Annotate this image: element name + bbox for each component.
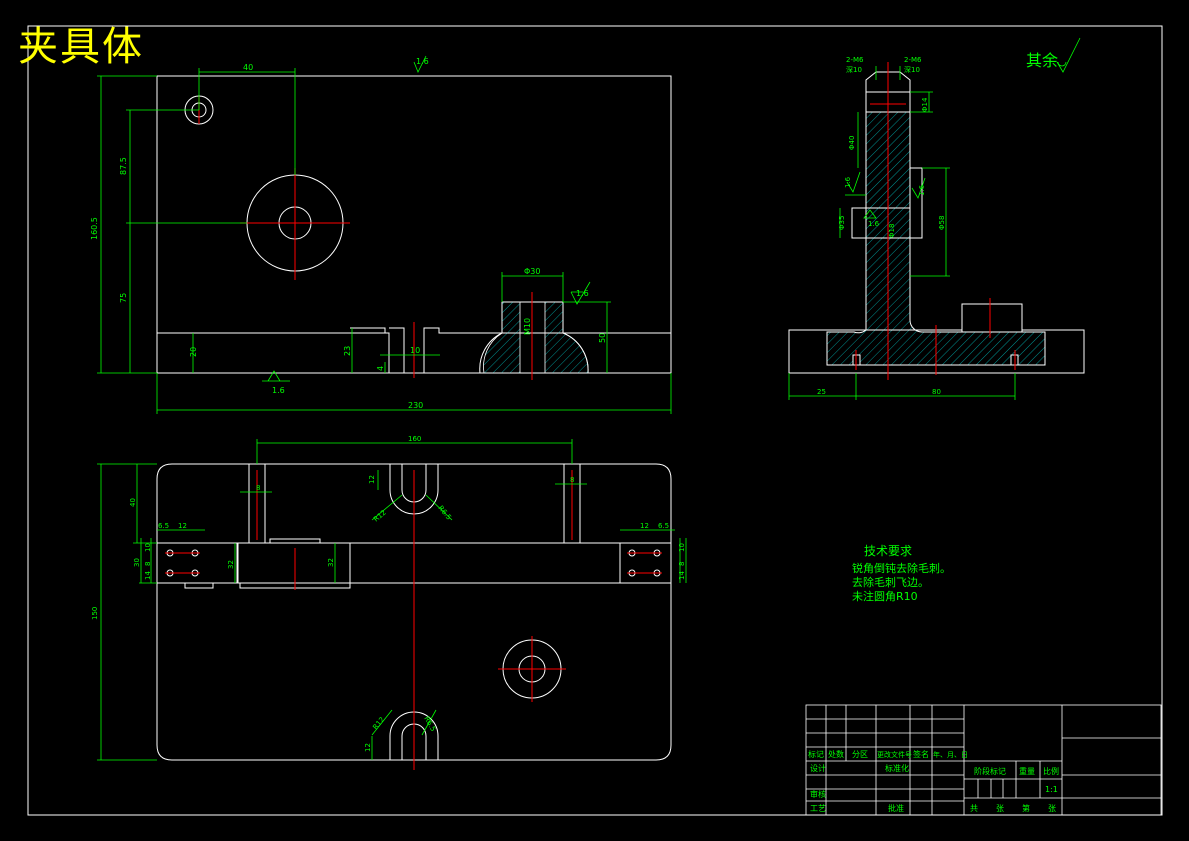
dim-top-left-30: 30 bbox=[133, 558, 141, 567]
tb-process: 工艺 bbox=[810, 804, 826, 813]
tb-sheet-no: 第 bbox=[1022, 803, 1030, 813]
dim-side-hole-left: 2-M6 bbox=[846, 56, 864, 64]
dim-top-width-mid: 160 bbox=[408, 435, 421, 443]
dim-top-overall-h: 150 bbox=[91, 607, 99, 620]
dim-top-right-10: 10 bbox=[678, 543, 686, 552]
dim-side-r1: 1.6 bbox=[844, 176, 852, 188]
tech-req-heading: 技术要求 bbox=[864, 544, 913, 558]
tb-scale-label: 比例 bbox=[1043, 766, 1059, 776]
drawing-title: 夹具体 bbox=[18, 24, 144, 70]
front-centerlines bbox=[198, 96, 533, 380]
dim-front-roughness-bottom: 1.6 bbox=[272, 386, 285, 395]
dim-top-right-12: 12 bbox=[640, 522, 649, 530]
tb-sheets-total: 共 bbox=[970, 804, 978, 813]
title-block-text: 标记 处数 分区 更改文件号 签名 年、月、日 设计 标准化 审核 工艺 批准 … bbox=[808, 749, 1059, 813]
dim-front-bore: M10 bbox=[523, 318, 532, 335]
dim-front-boss-dia: Φ30 bbox=[524, 267, 540, 276]
dim-top-bottom-slot: 12 bbox=[364, 743, 372, 752]
tb-review: 审核 bbox=[810, 789, 826, 799]
drawing-frame bbox=[27, 25, 1163, 816]
tb-standardize: 标准化 bbox=[885, 763, 909, 773]
tb-col-doc: 更改文件号 bbox=[877, 750, 912, 759]
dim-top-r1: R12 bbox=[372, 509, 388, 524]
front-dimension-text: 40 1.6 160.5 87.5 75 20 23 10 4 Φ30 M10 … bbox=[90, 57, 607, 410]
rest-roughness-label: 其余 bbox=[1026, 51, 1058, 70]
tb-col-date: 年、月、日 bbox=[933, 750, 968, 759]
dim-front-height-upper: 87.5 bbox=[119, 157, 128, 175]
tb-col-zone: 分区 bbox=[852, 750, 868, 759]
dim-front-slot-width: 10 bbox=[410, 346, 420, 355]
dim-top-right-6: 6.5 bbox=[658, 522, 669, 530]
technical-requirements: 技术要求 锐角倒钝去除毛刺。 去除毛刺飞边。 未注圆角R10 bbox=[852, 544, 951, 604]
dim-side-r2: 1.6 bbox=[918, 184, 926, 196]
dim-top-r3: R12 bbox=[371, 716, 386, 732]
top-centerlines bbox=[165, 470, 662, 770]
dim-front-step: 23 bbox=[343, 346, 352, 356]
tb-col-count: 处数 bbox=[828, 749, 844, 759]
tb-weight: 重量 bbox=[1019, 766, 1035, 776]
dim-front-top-width: 40 bbox=[243, 63, 253, 72]
dim-front-overall-width: 230 bbox=[408, 401, 423, 410]
tb-stage-mark: 阶段标记 bbox=[974, 766, 1006, 776]
tech-req-line-2: 去除毛刺飞边。 bbox=[852, 576, 929, 589]
tb-scale: 1:1 bbox=[1045, 785, 1058, 794]
tech-req-line-3: 未注圆角R10 bbox=[852, 590, 918, 603]
front-dimension-lines bbox=[97, 55, 672, 414]
dim-top-left-6: 6.5 bbox=[158, 522, 169, 530]
dim-front-height-lower: 75 bbox=[119, 293, 128, 303]
dim-front-small: 4 bbox=[376, 366, 385, 371]
dim-side-width: 80 bbox=[932, 388, 941, 396]
tb-sheets-label: 张 bbox=[996, 804, 1004, 813]
side-centerlines bbox=[855, 62, 1016, 380]
dim-top-left-12: 12 bbox=[178, 522, 187, 530]
dim-side-r3: 1.6 bbox=[868, 220, 880, 228]
dim-top-height-upper: 40 bbox=[129, 498, 137, 507]
dim-top-left-14: 14 bbox=[144, 571, 152, 580]
dim-top-left-10: 10 bbox=[144, 543, 152, 552]
dim-top-mid-32b: 32 bbox=[327, 558, 335, 567]
tech-req-line-1: 锐角倒钝去除毛刺。 bbox=[852, 562, 951, 575]
tb-approve: 批准 bbox=[888, 803, 904, 813]
dim-side-d5: Φ58 bbox=[938, 216, 946, 230]
dim-front-roughness-top: 1.6 bbox=[416, 57, 429, 66]
tb-sheet-label: 张 bbox=[1048, 804, 1056, 813]
dim-side-d3: Φ35 bbox=[838, 216, 846, 230]
dim-top-left-8: 8 bbox=[144, 562, 152, 566]
top-dimension-lines bbox=[97, 439, 687, 761]
dim-side-d4: Φ18 bbox=[888, 224, 896, 238]
title-block bbox=[805, 704, 1162, 816]
dim-side-hole-right: 2-M6 bbox=[904, 56, 922, 64]
tb-design: 设计 bbox=[810, 763, 826, 773]
dim-side-left-w: 25 bbox=[817, 388, 826, 396]
tb-col-sign: 签名 bbox=[913, 749, 929, 759]
front-boss-section bbox=[483, 301, 589, 374]
dim-front-slot-height: 20 bbox=[189, 347, 198, 357]
dim-front-height-total: 160.5 bbox=[90, 217, 99, 240]
dim-side-d1: Φ14 bbox=[921, 97, 929, 112]
dim-top-slot-right: 8 bbox=[570, 476, 574, 484]
dim-front-roughness-boss: 1.6 bbox=[576, 289, 589, 298]
dim-side-hole-left-depth: 深10 bbox=[846, 65, 862, 74]
tb-col-mark: 标记 bbox=[808, 749, 824, 759]
side-dimension-text: 2-M6 深10 2-M6 深10 Φ14 Φ40 1.6 1.6 1.6 Φ3… bbox=[817, 51, 1058, 396]
dim-top-mid-32: 32 bbox=[227, 560, 235, 569]
dim-side-d2: Φ40 bbox=[848, 136, 856, 150]
dim-top-slot: 8 bbox=[256, 484, 260, 492]
top-dimension-text: 160 40 8 12 R12 R6.5 8 6.5 12 10 8 30 14… bbox=[91, 435, 686, 752]
side-dimension-lines bbox=[788, 37, 1081, 400]
dim-top-slot-r: 12 bbox=[368, 475, 376, 484]
dim-top-right-14: 14 bbox=[678, 571, 686, 580]
dim-front-boss-h: 50 bbox=[598, 333, 607, 343]
dim-side-hole-right-depth: 深10 bbox=[904, 65, 920, 74]
dim-top-right-8: 8 bbox=[678, 562, 686, 566]
